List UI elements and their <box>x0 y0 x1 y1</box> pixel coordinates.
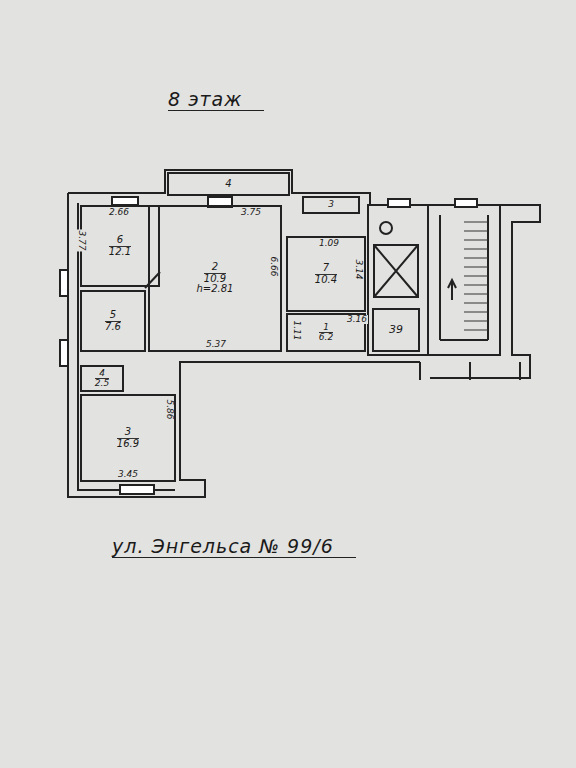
room-area: 16.9 <box>117 438 139 450</box>
room-area: 7.6 <box>105 321 121 333</box>
street-address: ул. Энгельса № 99/6 <box>112 535 356 558</box>
room-area: 12.1 <box>109 246 131 258</box>
dimension: 1.11 <box>292 319 301 341</box>
room: 3 <box>302 196 360 214</box>
dimension: 3.75 <box>240 208 262 217</box>
room-number: 6 <box>117 235 123 246</box>
room: 42.5 <box>80 365 124 392</box>
room-number: 3 <box>125 427 131 438</box>
dimension: 6.66 <box>269 255 278 277</box>
dimension: 2.66 <box>108 208 130 217</box>
room-area: 6.2 <box>319 332 333 342</box>
room: 316.9 <box>80 394 176 482</box>
plan-title: 8 этаж <box>168 88 264 111</box>
dimension: 5.37 <box>205 340 227 349</box>
room: 4 <box>167 172 290 196</box>
dimension: 3.77 <box>77 229 86 251</box>
room-number: 4 <box>225 179 231 190</box>
room-number: 3 <box>328 200 334 209</box>
dimension: 1.09 <box>318 239 340 248</box>
room: 57.6 <box>80 290 146 352</box>
room-number: 7 <box>323 263 329 274</box>
room-area: 10.9 <box>204 273 226 285</box>
dimension: 5.86 <box>165 398 174 420</box>
dimension: 3.16 <box>346 315 368 324</box>
room-area: 10.4 <box>315 274 337 286</box>
room-area: 2.5 <box>95 378 109 388</box>
dimension: 3.45 <box>117 470 139 479</box>
room-number: 2 <box>212 262 218 273</box>
room-number: 4 <box>99 369 105 378</box>
room-number: 1 <box>323 323 329 332</box>
room-number: 39 <box>389 324 403 336</box>
dimension: 3.14 <box>354 258 363 280</box>
room: 39 <box>372 308 420 352</box>
room-height: h=2.81 <box>197 284 234 295</box>
room: 210.9h=2.81 <box>148 205 282 352</box>
room-number: 5 <box>110 310 116 321</box>
